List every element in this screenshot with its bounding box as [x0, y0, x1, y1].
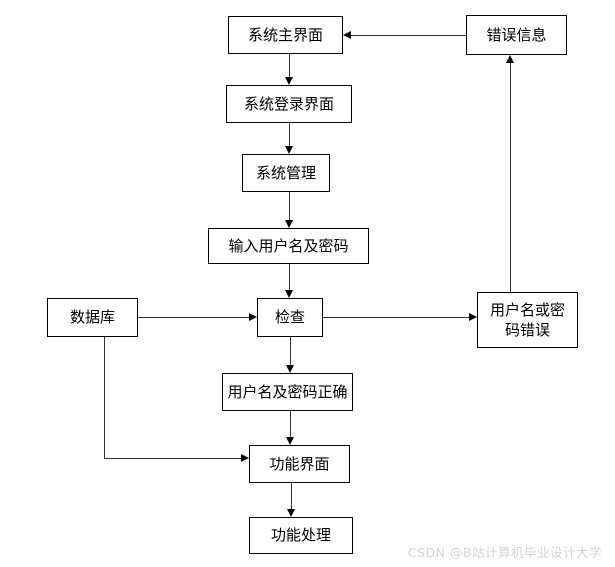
node-label: 功能处理 [270, 526, 331, 545]
connector-input-to-check [289, 264, 290, 290]
node-label: 检查 [274, 308, 305, 327]
arrow-right-icon [469, 313, 477, 321]
connector-main-to-login [289, 54, 290, 77]
connector-database-to-funcui-horizontal [104, 458, 241, 459]
arrow-down-icon [286, 437, 294, 445]
node-label: 输入用户名及密码 [228, 236, 349, 255]
arrow-up-icon [506, 55, 514, 63]
node-label: 数据库 [69, 308, 115, 327]
watermark: CSDN @B站计算机毕业设计大学 [407, 545, 602, 560]
node-system-main-interface: 系统主界面 [228, 16, 343, 54]
connector-wrong-to-errorinfo [510, 63, 511, 292]
connector-sysmgmt-to-input [289, 192, 290, 220]
connector-funcui-to-funcproc [291, 483, 292, 509]
arrow-left-icon [343, 31, 351, 39]
node-system-login-interface: 系统登录界面 [226, 85, 352, 123]
node-function-interface: 功能界面 [249, 445, 350, 483]
node-correct-credentials: 用户名及密码正确 [222, 373, 353, 411]
arrow-down-icon [285, 290, 293, 298]
connector-login-to-sysmgmt [289, 123, 290, 146]
arrow-down-icon [285, 220, 293, 228]
connector-database-to-funcui-vertical [104, 337, 105, 458]
node-label: 错误信息 [486, 25, 547, 44]
connector-errorinfo-to-main [351, 35, 466, 36]
connector-check-to-wrong [323, 317, 469, 318]
node-label: 用户名或密码错误 [489, 300, 565, 339]
node-input-credentials: 输入用户名及密码 [208, 228, 369, 264]
node-label: 功能界面 [269, 454, 330, 473]
node-wrong-credentials: 用户名或密码错误 [477, 292, 578, 348]
node-system-management: 系统管理 [242, 154, 330, 192]
node-error-info: 错误信息 [466, 15, 567, 55]
connector-database-to-check [138, 317, 249, 318]
node-label: 系统管理 [255, 163, 316, 182]
arrow-right-icon [241, 454, 249, 462]
node-label: 用户名及密码正确 [227, 382, 348, 401]
arrow-right-icon [249, 313, 257, 321]
arrow-down-icon [285, 146, 293, 154]
node-label: 系统主界面 [247, 25, 323, 44]
node-database: 数据库 [47, 298, 138, 337]
node-function-processing: 功能处理 [249, 517, 353, 554]
connector-correct-to-funcui [290, 411, 291, 437]
arrow-down-icon [285, 77, 293, 85]
arrow-down-icon [287, 509, 295, 517]
connector-check-to-correct [290, 337, 291, 365]
node-label: 系统登录界面 [243, 94, 334, 113]
arrow-down-icon [286, 365, 294, 373]
node-check: 检查 [257, 298, 323, 337]
